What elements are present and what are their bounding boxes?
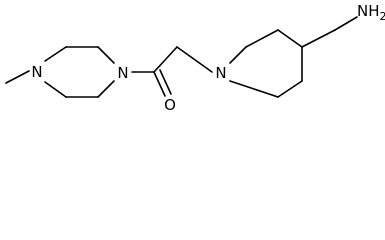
amine-nh: NH — [357, 2, 380, 20]
bond-carbonyl-double-a — [153, 71, 166, 97]
bond-ch2-n — [176, 46, 213, 73]
amine-subscript: 2 — [380, 10, 385, 23]
chemical-structure-diagram: N N O N NH2 — [5, 2, 385, 114]
bond-carbonyl-ch2 — [153, 46, 178, 73]
atom-n-methyl: N — [31, 63, 42, 81]
bond-piperazine-3 — [97, 46, 115, 64]
bond-methyl-n — [5, 70, 30, 84]
bond-piperazine-6 — [44, 81, 67, 98]
bond-piperidine-5 — [277, 80, 303, 98]
atom-label-group: N N O N NH2 — [31, 2, 385, 114]
bond-piperidine-3 — [277, 29, 303, 48]
bond-group — [5, 16, 358, 98]
bond-ring-ch2 — [301, 29, 336, 48]
atom-n-amide: N — [117, 64, 128, 82]
bond-piperazine-4 — [97, 80, 115, 98]
bond-piperazine-1 — [44, 46, 67, 62]
bond-piperidine-1 — [229, 46, 247, 64]
atom-n-piperidine: N — [215, 64, 226, 82]
atom-amine: NH2 — [357, 2, 385, 23]
bond-carbonyl-double-b — [159, 69, 172, 95]
atom-oxygen: O — [164, 96, 176, 114]
bond-ch2-nh2 — [334, 16, 358, 31]
bond-piperidine-2 — [245, 29, 279, 48]
structure-canvas: N N O N NH2 — [5, 2, 385, 114]
bond-piperidine-6 — [229, 80, 279, 98]
